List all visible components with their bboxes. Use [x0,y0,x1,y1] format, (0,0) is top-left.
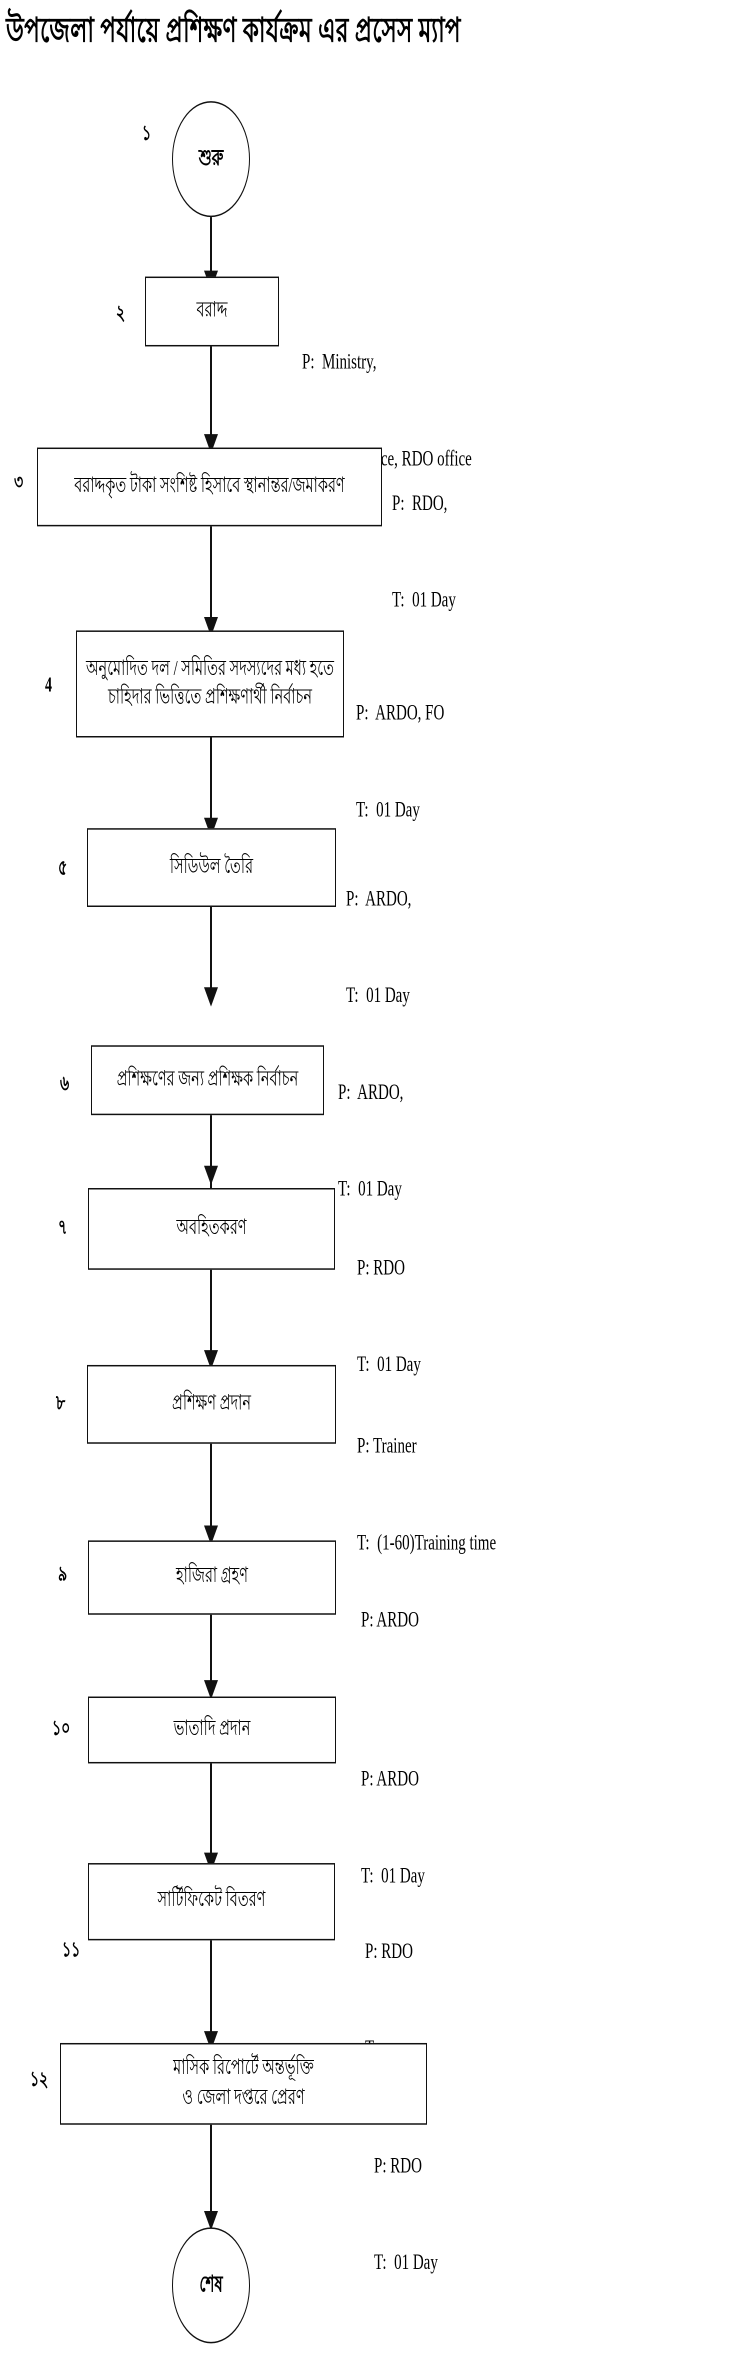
process-box-7: অবহিতকরণ [88,1188,335,1270]
process-box-11-label: সার্টিফিকেট বিতরণ [157,1888,266,1913]
annotation-6: P: ARDO, T: 01 Day [338,1013,403,1272]
step-number-12: ১২ [30,2069,49,2093]
connector-6-7 [210,1115,212,1196]
connector-4-5 [210,737,212,824]
step-number-3: ৩ [14,472,24,496]
step-number-5: ৫ [58,857,68,881]
process-box-4: অনুমোদিত দল / সমিতির সদস্যদের মধ্য হতে চ… [76,630,344,738]
annotation-7: P: RDO T: 01 Day [357,1188,421,1447]
annotation-11-line-1: P: RDO [365,1939,413,1964]
step-number-9: ৯ [58,1564,68,1587]
process-box-3-label: বরাদ্দকৃত টাকা সংশিষ্ট হিসাবে স্থানান্তর… [74,474,345,499]
connector-11-12 [210,1940,212,2038]
process-box-6-label: প্রশিক্ষণের জন্য প্রশিক্ষক নির্বাচন [116,1067,299,1092]
process-box-8: প্রশিক্ষণ প্রদান [87,1364,336,1444]
annotation-3: P: RDO, T: 01 Day [392,424,456,683]
arrowhead-6-7 [204,1165,218,1186]
process-box-7-label: অবহিতকরণ [176,1216,247,1240]
annotation-5-line-1: P: ARDO, [346,886,412,911]
process-box-2: বরাদ্দ [145,276,279,347]
process-box-12-label: মাসিক রিপোর্টে অন্তর্ভূক্তি ও জেলা দপ্তর… [173,2056,314,2110]
process-box-10: ভাতাদি প্রদান [88,1696,336,1764]
annotation-10-line-2: T: 01 Day [361,1864,425,1888]
annotation-7-line-2: T: 01 Day [357,1352,421,1377]
arrowhead-8-9 [204,1525,218,1545]
connector-3-4 [210,526,212,624]
step-number-1: ১ [142,123,152,146]
annotation-6-line-1: P: ARDO, [338,1080,404,1105]
annotation-4-line-1: P: ARDO, FO [356,701,445,725]
process-box-9: হাজিরা গ্রহণ [88,1540,336,1615]
step-number-2: ২ [116,303,126,326]
process-box-3: বরাদ্দকৃত টাকা সংশিষ্ট হিসাবে স্থানান্তর… [37,447,382,527]
annotation-3-line-1: P: RDO, [392,491,448,516]
process-box-5-label: সিডিউল তৈরি [169,854,254,879]
connector-7-8 [210,1269,212,1357]
annotation-8-line-1: P: Trainer [357,1434,417,1458]
process-box-8-label: প্রশিক্ষণ প্রদান [172,1391,251,1416]
step-number-7: ৭ [58,1217,68,1241]
connector-2-3 [210,346,212,439]
annotation-5-line-2: T: 01 Day [346,983,410,1008]
process-box-11: সার্টিফিকেট বিতরণ [88,1863,335,1941]
annotation-8-line-2: T: (1-60)Training time [357,1531,497,1555]
annotation-12-line-2: T: 01 Day [374,2250,438,2275]
annotation-9: P: ARDO [361,1540,419,1702]
connector-1-2 [210,217,212,274]
annotation-7-line-1: P: RDO [357,1255,405,1280]
arrowhead-5-6 [204,987,218,1007]
annotation-10: P: ARDO T: 01 Day [361,1699,425,1958]
step-number-11: ১১ [62,1940,81,1963]
connector-8-9 [210,1443,212,1532]
step-number-4: 4 [45,675,52,698]
annotation-8: P: Trainer T: (1-60)Training time [357,1366,496,1625]
process-box-6: প্রশিক্ষণের জন্য প্রশিক্ষক নির্বাচন [91,1045,324,1116]
annotation-6-line-2: T: 01 Day [338,1177,402,1202]
connector-9-10 [210,1614,212,1693]
process-box-4-label: অনুমোদিত দল / সমিতির সদস্যদের মধ্য হতে চ… [85,657,335,710]
process-box-2-label: বরাদ্দ [196,298,228,323]
annotation-4-line-2: T: 01 Day [356,798,420,822]
annotation-2-line-1: P: Ministry, [302,350,377,374]
end-label: শেষ [199,2272,223,2297]
step-number-10: ১০ [52,1718,71,1742]
arrowhead-12-end [204,2210,218,2231]
page-title: উপজেলা পর্যায়ে প্রশিক্ষণ কার্যক্রম এর প… [6,11,461,50]
arrowhead-9-10 [204,1680,218,1700]
annotation-12-line-1: P: RDO [374,2153,422,2178]
annotation-3-line-2: T: 01 Day [392,588,456,613]
step-number-8: ৮ [56,1393,66,1416]
annotation-12: P: RDO T: 01 Day [374,2086,438,2345]
process-box-9-label: হাজিরা গ্রহণ [176,1564,248,1589]
arrowhead-7-8 [204,1350,218,1370]
start-terminator: শুরু [172,101,250,218]
end-terminator: শেষ [172,2227,250,2344]
connector-10-11 [210,1763,212,1859]
process-box-12: মাসিক রিপোর্টে অন্তর্ভূক্তি ও জেলা দপ্তর… [60,2042,427,2125]
process-box-5: সিডিউল তৈরি [87,828,336,907]
annotation-9-line-1: P: ARDO [361,1608,419,1632]
process-box-10-label: ভাতাদি প্রদান [173,1717,251,1742]
annotation-10-line-1: P: ARDO [361,1767,419,1791]
step-number-6: ৬ [60,1073,70,1096]
annotation-5: P: ARDO, T: 01 Day [346,819,411,1078]
connector-5-6 [210,906,212,994]
connector-12-end [210,2124,212,2217]
annotation-4: P: ARDO, FO T: 01 Day [356,633,444,892]
start-label: শুরু [198,146,224,171]
